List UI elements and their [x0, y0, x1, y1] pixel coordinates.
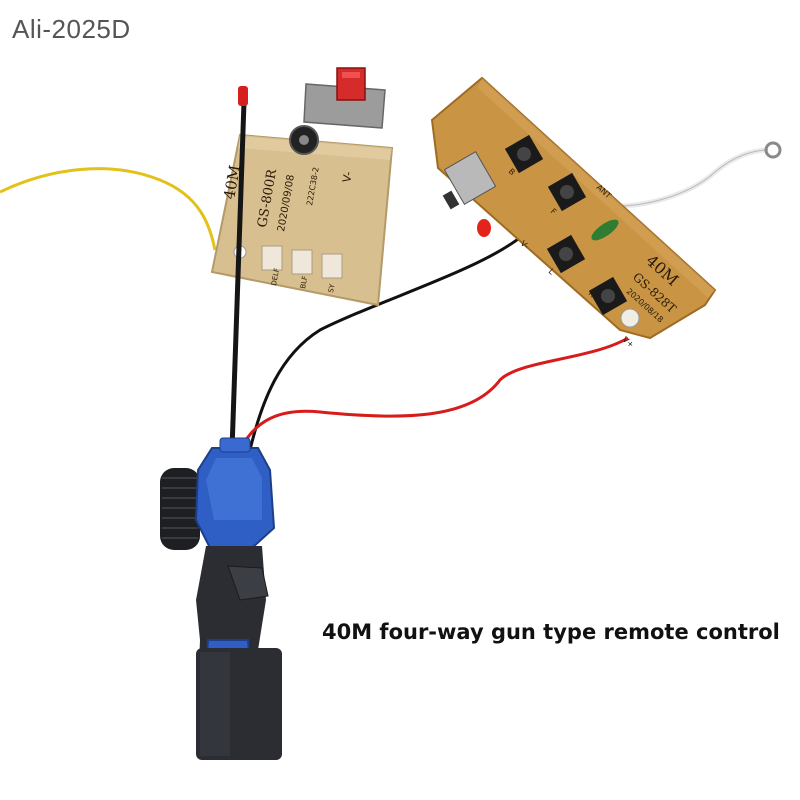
- receiver-pin-label-1: DELF: [270, 267, 281, 286]
- transmitter-board: 40M GS-828T 2020/08/18 ANT B F L R V- V+: [430, 76, 717, 350]
- telescopic-antenna: [229, 86, 248, 451]
- receiver-frequency-label: 40M: [220, 164, 244, 201]
- red-led: [477, 219, 491, 237]
- transmitter-switch: [442, 150, 497, 210]
- throttle-trigger: [227, 565, 269, 601]
- receiver-power-label: V-: [340, 171, 355, 184]
- inductor: [591, 219, 619, 241]
- button-label-f: F: [549, 207, 559, 217]
- button-b: [504, 134, 544, 174]
- yellow-antenna-wire: [0, 167, 217, 251]
- gun-remote: [160, 437, 282, 760]
- wire-ring-terminal: [764, 141, 782, 159]
- connector-3: [321, 253, 343, 279]
- white-antenna-wire-edge: [601, 149, 769, 207]
- receiver-pin-label-2: BLF: [299, 275, 309, 289]
- wire-label-v-plus: V+: [621, 335, 636, 350]
- watermark: Ali-2025D: [12, 14, 131, 44]
- receiver-pin-label-3: SY: [327, 283, 337, 294]
- wire-label-v-minus: V-: [519, 239, 531, 251]
- product-caption: 40M four-way gun type remote control: [322, 620, 780, 644]
- button-label-l: L: [547, 267, 557, 277]
- button-r: [588, 276, 628, 316]
- connector-1: [261, 245, 283, 271]
- white-antenna-wire: [601, 147, 769, 209]
- receiver-board: 40M GS-800R 2020/09/08 222C38-2 V- DELF …: [210, 67, 394, 307]
- button-l: [546, 234, 586, 274]
- power-switch: [303, 67, 386, 129]
- button-f: [547, 172, 587, 212]
- button-label-r: R: [587, 289, 597, 300]
- red-power-wire: [238, 336, 629, 451]
- black-power-wire: [248, 234, 523, 451]
- connector-2: [291, 249, 313, 275]
- button-label-b: B: [507, 167, 517, 177]
